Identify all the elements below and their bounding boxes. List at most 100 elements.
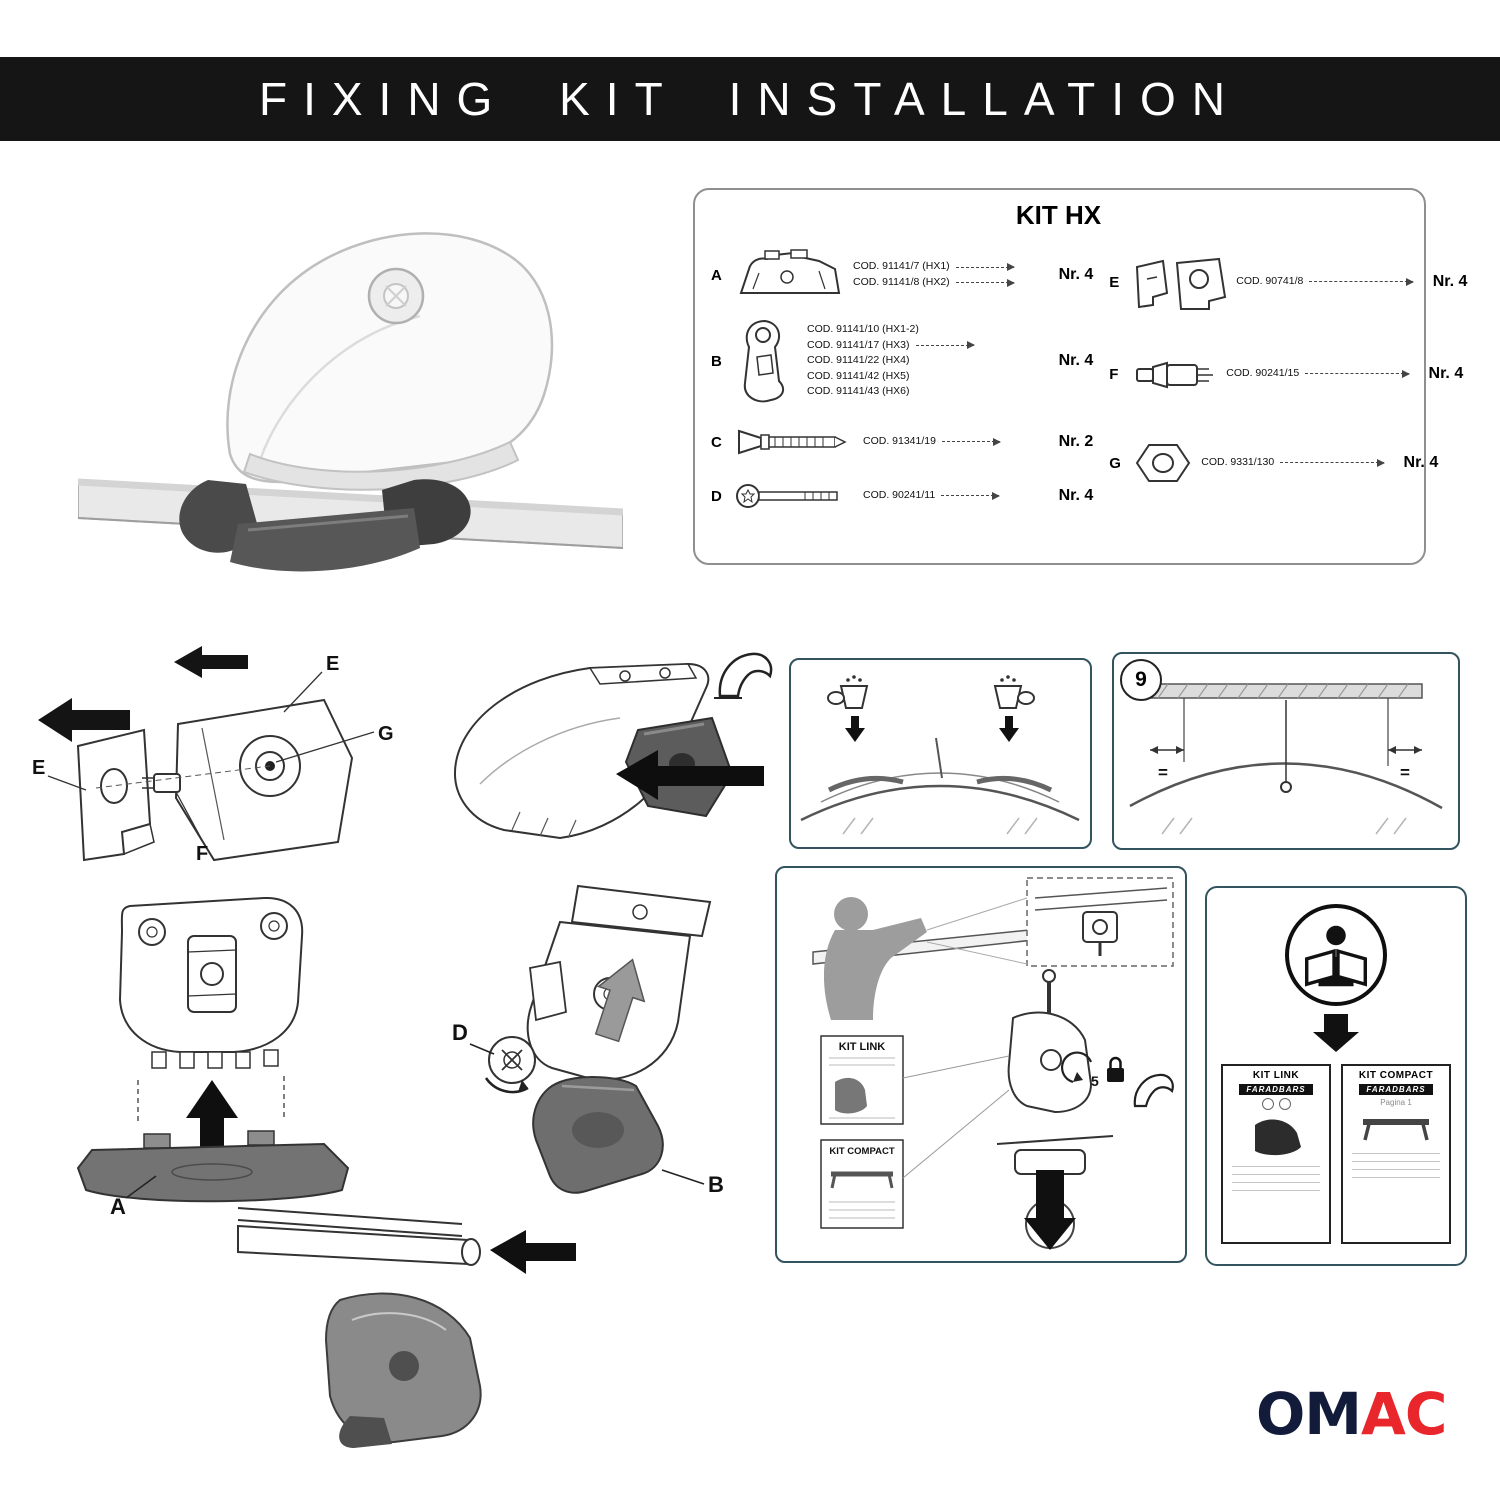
bold-left-arrow-icon xyxy=(174,646,248,678)
gray-foot-silhouette xyxy=(324,1292,482,1448)
label-d: D xyxy=(452,1020,468,1045)
part-b-qty: Nr. 4 xyxy=(1058,352,1094,369)
omac-logo: OMAC xyxy=(1256,1380,1447,1448)
roof-measure-box: = = xyxy=(1112,652,1460,850)
part-f-code-1: COD. 90241/15 xyxy=(1226,367,1300,380)
part-e-drawing xyxy=(1136,257,1227,310)
kit-compact-label: KIT COMPACT xyxy=(829,1146,894,1157)
dashed-arrow xyxy=(955,263,1015,272)
label-g: G xyxy=(378,723,394,745)
label-e-left: E xyxy=(32,757,45,779)
part-f-qty: Nr. 4 xyxy=(1428,365,1464,382)
part-c-code-1: COD. 91341/19 xyxy=(863,435,936,448)
kit-column-left: A COD. 91141/7 (HX1) xyxy=(711,243,1093,509)
logo-om: OM xyxy=(1256,1380,1362,1448)
kit-compact-thumbnail: KIT COMPACT xyxy=(820,1139,904,1229)
foot-knob-assembly-diagram: D B xyxy=(452,884,724,1197)
part-b-code-1: COD. 91141/10 (HX1-2) xyxy=(807,322,919,335)
kit-link-product-image xyxy=(1255,1119,1301,1156)
zoom-inset-box xyxy=(926,877,1174,967)
dashed-arrow xyxy=(1280,458,1386,467)
brand-logo: FARADBARS xyxy=(1239,1084,1313,1095)
torque-icon: 5 xyxy=(1060,1051,1099,1089)
kit-row-b-label: B xyxy=(711,352,722,370)
read-manual-icon xyxy=(1285,904,1387,1006)
rail-section-detail xyxy=(996,1135,1114,1250)
part-a-qty: Nr. 4 xyxy=(1058,266,1094,283)
part-a-code-2: COD. 91141/8 (HX2) xyxy=(853,276,950,288)
foot-clamp-insert-diagram xyxy=(454,652,773,840)
part-g-code-1: COD. 9331/130 xyxy=(1201,456,1275,469)
label-b: B xyxy=(708,1172,724,1197)
logo-ac: AC xyxy=(1361,1380,1447,1448)
manual-card-kit-link: KIT LINK FARADBARS xyxy=(1221,1064,1331,1244)
manual-card-kit-compact: KIT COMPACT FARADBARS Pagina 1 xyxy=(1341,1064,1451,1244)
dashed-arrow xyxy=(915,341,975,350)
kit-row-e-label: E xyxy=(1109,273,1120,291)
part-b-code-line: COD. 91141/22 (HX4) xyxy=(807,354,1039,368)
leader-line xyxy=(275,731,375,763)
bold-left-arrow-icon xyxy=(616,750,764,800)
kit-row-g: G COD. 9331/130 Nr. 4 xyxy=(1109,441,1438,485)
part-g-qty: Nr. 4 xyxy=(1403,454,1439,471)
part-a-code-line: COD. 91141/8 (HX2) xyxy=(853,276,1039,290)
zoom-lines xyxy=(926,897,1028,965)
kit-row-g-label: G xyxy=(1109,454,1121,472)
part-b-code-line: COD. 91141/42 (HX5) xyxy=(807,370,1039,384)
manual-title: KIT LINK xyxy=(1252,1070,1300,1081)
dashed-arrow xyxy=(941,437,1001,446)
part-c-qty: Nr. 2 xyxy=(1058,433,1094,450)
part-d-qty: Nr. 4 xyxy=(1058,487,1094,504)
part-b-drawing xyxy=(743,319,785,403)
roof-bar-right xyxy=(976,775,1053,793)
foot-body-drawing xyxy=(226,232,554,491)
part-e-code-line: COD. 90741/8 xyxy=(1236,275,1415,289)
hand-cup-icon xyxy=(827,675,869,742)
step-number: 9 xyxy=(1135,668,1147,691)
leader-line xyxy=(47,775,87,791)
installation-scene-box: 5 KIT LINK KIT COMPACT xyxy=(775,866,1187,1263)
part-b-code-3: COD. 91141/22 (HX4) xyxy=(807,354,910,367)
kit-row-d: D COD. 90241/11 Nr. 4 xyxy=(711,483,1093,509)
clamp-half-left xyxy=(76,728,155,862)
part-b-code-5: COD. 91141/43 (HX6) xyxy=(807,385,910,398)
part-b-code-2: COD. 91141/17 (HX3) xyxy=(807,338,910,351)
product-photo xyxy=(78,232,623,572)
rubber-pad xyxy=(76,1130,350,1203)
hand-cup-icon xyxy=(993,675,1035,742)
kit-hx-box: KIT HX A COD. 91141/7 (HX1) xyxy=(693,188,1467,565)
lock-icon xyxy=(1107,1056,1124,1082)
part-b-code-line: COD. 91141/17 (HX3) xyxy=(807,339,1039,353)
foot-clamp-drawing xyxy=(179,479,471,572)
leader-line xyxy=(469,1043,495,1055)
foot-pad-assembly-diagram: A xyxy=(76,896,350,1218)
torque-value: 5 xyxy=(1091,1073,1099,1089)
kit-row-a: A COD. 91141/7 (HX1) xyxy=(711,249,1093,301)
leader-line xyxy=(125,1175,157,1199)
part-a-code-1: COD. 91141/7 (HX1) xyxy=(853,260,950,273)
label-f: F xyxy=(196,843,208,865)
leader-line xyxy=(902,1055,1010,1179)
leader-line xyxy=(283,671,323,713)
part-e-qty: Nr. 4 xyxy=(1432,273,1468,290)
roof-prep-box xyxy=(789,658,1092,849)
bold-left-arrow-icon xyxy=(490,1230,576,1274)
step-number-badge: 9 xyxy=(1120,659,1162,701)
kit-row-b: B COD. 91141/10 (HX1-2) COD. 91141/17 (H… xyxy=(711,317,1093,405)
kit-link-thumbnail: KIT LINK xyxy=(820,1035,904,1125)
page-title: FIXING KIT INSTALLATION xyxy=(259,73,1241,125)
dashed-arrow xyxy=(941,491,1001,500)
part-b-code-line: COD. 91141/43 (HX6) xyxy=(807,385,1039,399)
strength-icon xyxy=(714,652,773,699)
kit-link-label: KIT LINK xyxy=(839,1041,885,1053)
read-manual-box: KIT LINK FARADBARS KIT COMPACT FARADBARS… xyxy=(1205,886,1467,1266)
equal-mark-right: = xyxy=(1400,763,1410,782)
kit-column-right: E COD. 90741/8 Nr. 4 xyxy=(1093,243,1467,509)
foot-mechanism xyxy=(118,896,304,1069)
clamp-half-right xyxy=(174,698,354,862)
header-bar: FIXING KIT INSTALLATION xyxy=(0,57,1500,141)
kit-compact-product-image xyxy=(1363,1119,1429,1141)
kit-row-c: C COD. 91341/19 Nr. 2 xyxy=(711,427,1093,457)
part-d-code-1: COD. 90241/11 xyxy=(863,489,936,502)
